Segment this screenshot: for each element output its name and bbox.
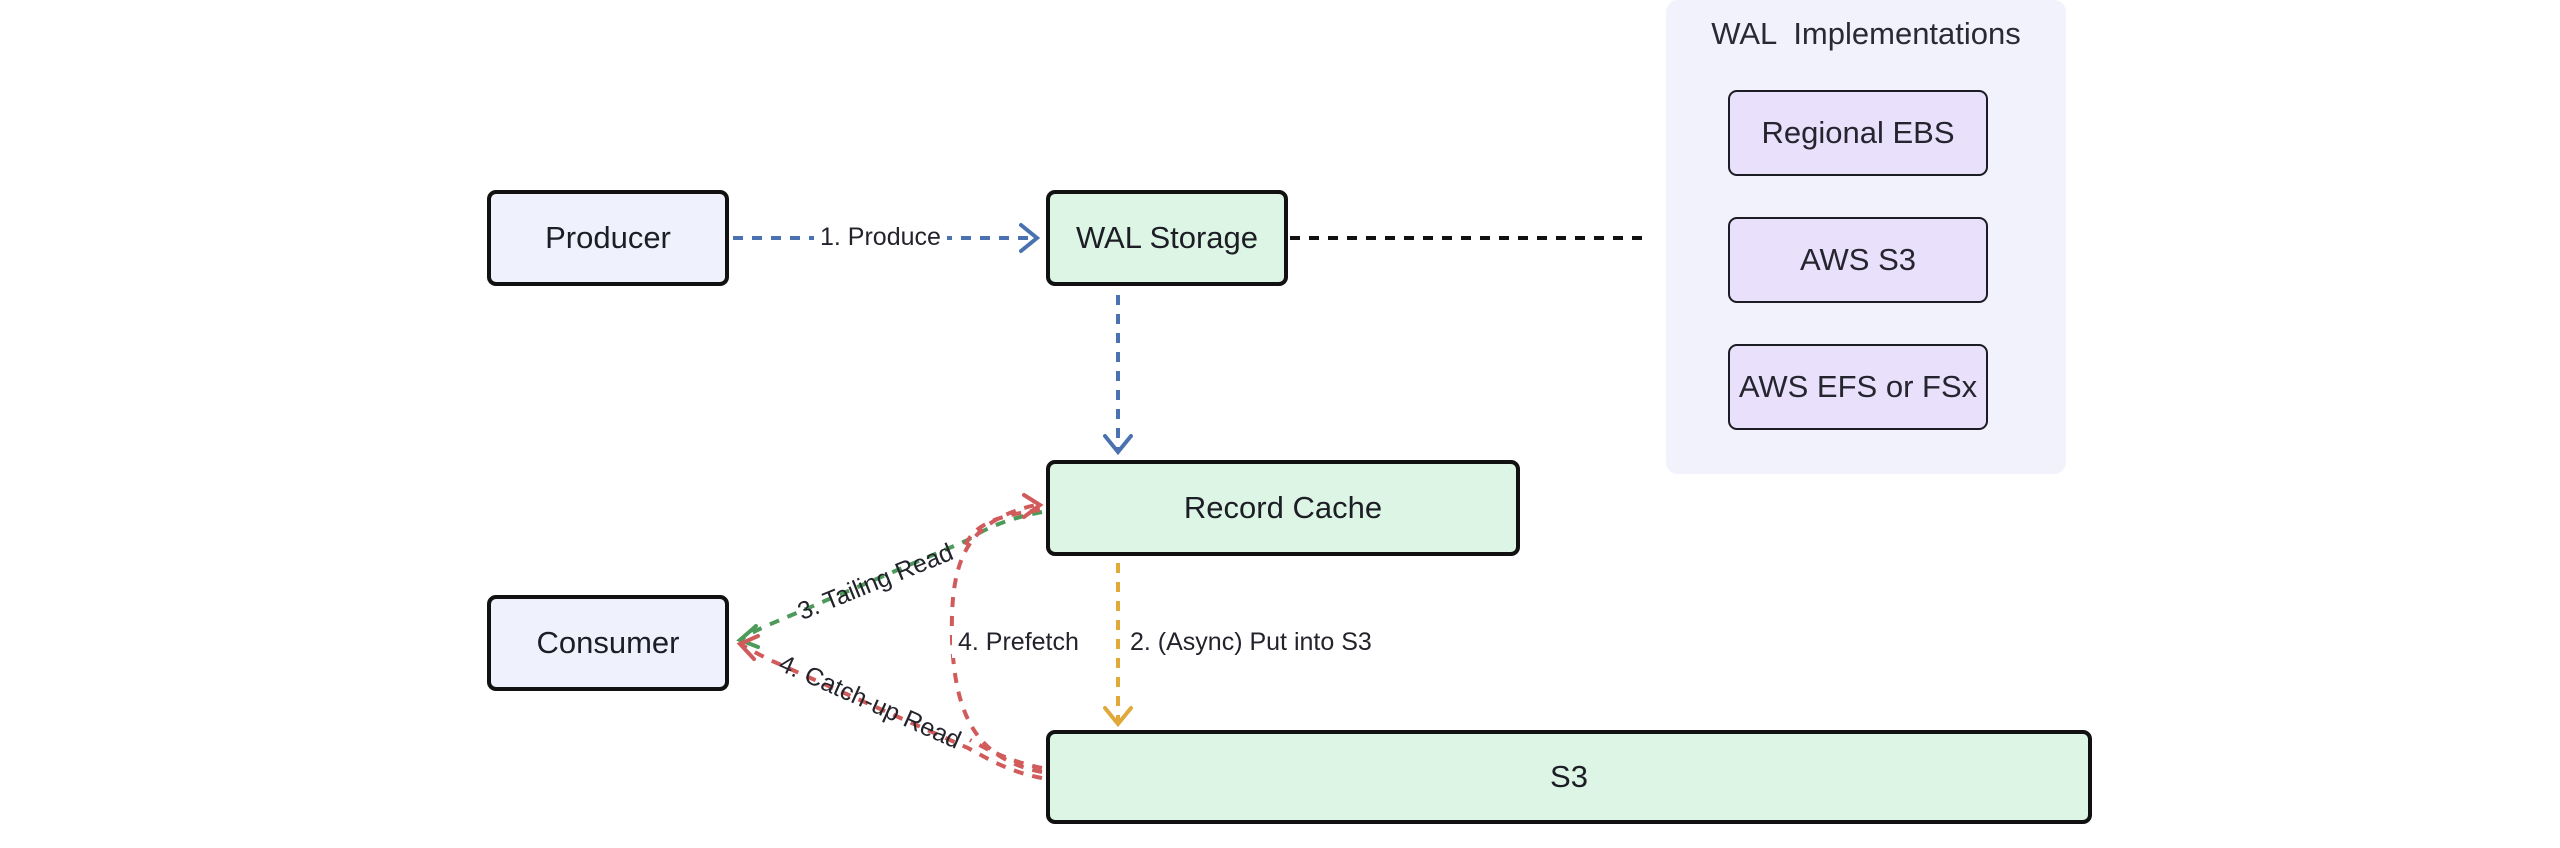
edge-prefetch [949,502,1043,774]
arrowhead-put-into-s3 [1103,706,1133,728]
impl-aws-s3: AWS S3 [1728,217,1988,303]
node-record-cache: Record Cache [1046,460,1520,556]
arrowhead-catch-up-read [736,634,760,661]
label-put-into-s3: 2. (Async) Put into S3 [1124,626,1378,658]
node-producer: Producer [487,190,729,286]
edge-prefetch-2 [962,508,1041,549]
arrowhead-wal-to-cache [1103,434,1133,456]
edge-catch-up-read [739,642,1043,780]
impl-aws-efs-fsx: AWS EFS or FSx [1728,344,1988,430]
impl-regional-ebs: Regional EBS [1728,90,1988,176]
node-wal-storage: WAL Storage [1046,190,1288,286]
label-prefetch: 4. Prefetch [952,626,1085,658]
node-s3: S3 [1046,730,2092,824]
wal-implementations-title: WAL Implementations [1711,16,2021,51]
node-consumer: Consumer [487,595,729,691]
label-produce: 1. Produce [814,221,947,253]
arrowhead-produce [1019,223,1041,253]
arrowhead-prefetch [1022,493,1044,519]
arrowhead-tailing-read [736,624,760,649]
